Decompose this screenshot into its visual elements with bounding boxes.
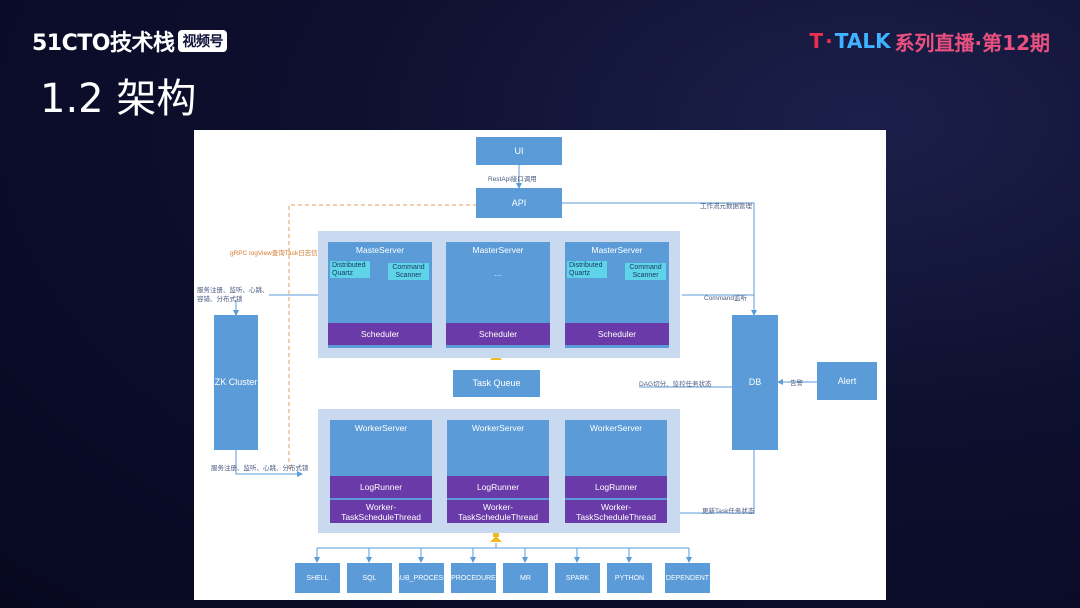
task-queue-label: Task Queue [472, 378, 521, 388]
architecture-diagram: UI RestApi接口调用 API 工作流元数据管理 gRPC logView… [194, 130, 886, 600]
workflow-label: 工作流元数据管理 [700, 203, 752, 210]
task-python: PYTHON [607, 563, 652, 593]
restapi-label: RestApi接口调用 [488, 176, 537, 183]
alert-label: Alert [837, 375, 857, 386]
task-queue-box: Task Queue [453, 370, 540, 397]
zk-cluster-label: ZK Cluster [214, 377, 258, 387]
command-label: Command监听 [704, 295, 747, 302]
ui-box: UI [476, 137, 562, 165]
zk-cluster-box: ZK Cluster [214, 315, 258, 450]
worker-server-3: WorkerServer LogRunner Worker- TaskSched… [565, 420, 667, 523]
worker-server-1: WorkerServer LogRunner Worker- TaskSched… [330, 420, 432, 523]
task-schedule-thread-2: Worker- TaskScheduleThread [447, 500, 549, 523]
logrunner-3: LogRunner [565, 476, 667, 498]
api-box: API [476, 188, 562, 218]
logrunner-1: LogRunner [330, 476, 432, 498]
task-mr: MR [503, 563, 548, 593]
master-server-2: MasterServer ... Scheduler [446, 242, 550, 348]
task-spark: SPARK [555, 563, 600, 593]
dag-label: DAG切分、监控任务状态 [639, 381, 712, 388]
brand-tag: 视频号 [178, 30, 227, 52]
master-server-1-name: MasteServer [355, 245, 405, 255]
event-talk: TALK [834, 29, 891, 53]
task-procedure: PROCEDURE [451, 563, 496, 593]
task-sub-process: SUB_PROCESS [395, 563, 448, 593]
distributed-quartz-1: Distributed Quartz [330, 261, 370, 278]
db-label: DB [748, 377, 762, 387]
alert-box: Alert [817, 362, 877, 400]
worker-server-1-name: WorkerServer [354, 423, 408, 433]
worker-server-3-name: WorkerServer [589, 423, 643, 433]
task-dependent: DEPENDENT [665, 563, 710, 593]
scheduler-3: Scheduler [565, 323, 669, 345]
scheduler-1: Scheduler [328, 323, 432, 345]
db-box: DB [732, 315, 778, 450]
alarm-label: 告警 [790, 380, 803, 387]
api-label: API [511, 197, 527, 208]
brand-name: 51CTO技术栈 [32, 31, 175, 56]
command-scanner-3: Command Scanner [625, 263, 666, 280]
worker-server-2-name: WorkerServer [471, 423, 525, 433]
scheduler-2: Scheduler [446, 323, 550, 345]
logrunner-2: LogRunner [447, 476, 549, 498]
distributed-quartz-3: Distributed Quartz [567, 261, 607, 278]
master-server-2-ellipsis: ... [494, 269, 502, 278]
master-server-3-name: MasterServer [591, 245, 643, 255]
task-sql: SQL [347, 563, 392, 593]
command-scanner-1: Command Scanner [388, 263, 429, 280]
zk-label-top: 服务注册、监听、心跳、 容错、分布式锁 [197, 287, 269, 303]
zk-label-bottom: 服务注册、监听、心跳、分布式锁 [211, 465, 309, 472]
slide-title: 1.2 架构 [40, 76, 197, 122]
event-t: T [809, 29, 824, 53]
update-task-label: 更新Task任务状态 [702, 508, 755, 515]
event-dot: · [825, 29, 833, 53]
task-schedule-thread-3: Worker- TaskScheduleThread [565, 500, 667, 523]
task-shell: SHELL [295, 563, 340, 593]
master-server-2-name: MasterServer [472, 245, 524, 255]
grpc-label: gRPC logView查询Task日志信息 [230, 250, 325, 257]
event-series: 系列直播·第12期 [894, 30, 1050, 55]
event-title: T · TALK 系列直播·第12期 [809, 28, 1050, 55]
task-schedule-thread-1: Worker- TaskScheduleThread [330, 500, 432, 523]
master-server-1: MasteServer Distributed Quartz Command S… [328, 242, 432, 348]
brand-logo: 51CTO技术栈 视频号 [32, 29, 227, 56]
ui-label: UI [514, 145, 524, 156]
worker-server-2: WorkerServer LogRunner Worker- TaskSched… [447, 420, 549, 523]
master-server-3: MasterServer Distributed Quartz Command … [565, 242, 669, 348]
